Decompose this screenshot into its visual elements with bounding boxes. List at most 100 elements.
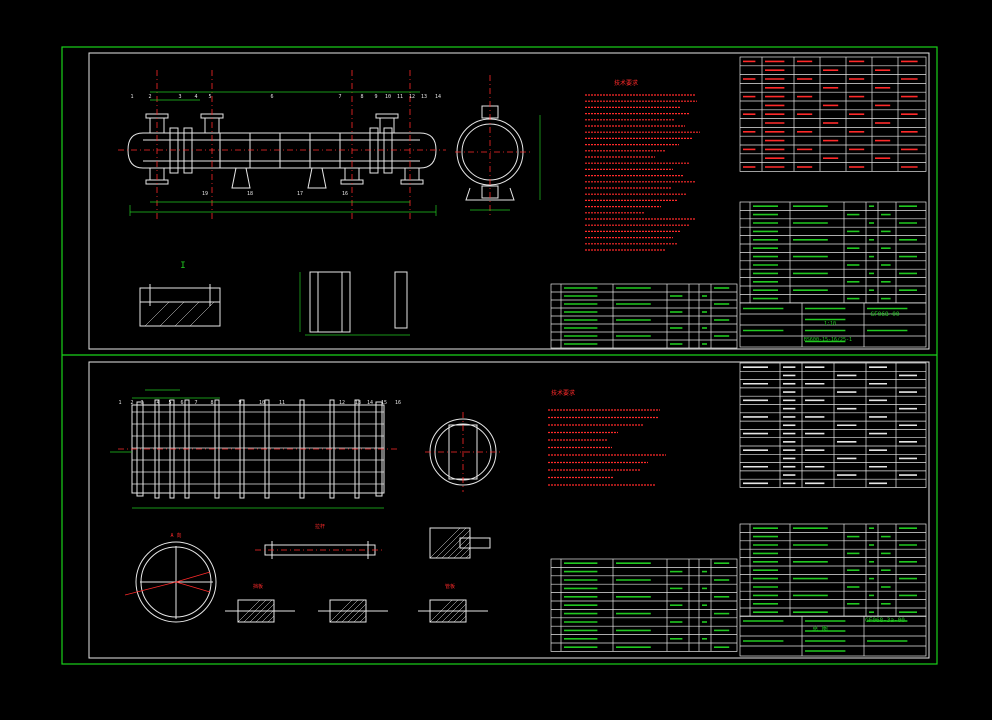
part-number-label: 14 (367, 400, 373, 406)
outer-border (61, 46, 938, 665)
hatch-line (261, 609, 275, 623)
tube-bundle-dims (110, 389, 384, 509)
sheet-borders (88, 52, 930, 659)
part-number-label: 13 (421, 94, 427, 100)
sheet1-drawing-no: GF068-00 (871, 311, 900, 318)
sheet1-spec-table (739, 56, 927, 172)
centerlines (118, 70, 446, 220)
part-number-label: 10 (385, 94, 391, 100)
part-number-label: 5 (168, 400, 171, 406)
hatch-line (453, 541, 471, 559)
part-number-label: 12 (339, 400, 345, 406)
part-number-label: 8 (210, 400, 213, 406)
view-a-label: A 向 (170, 532, 181, 539)
detail-blocks-hatch (237, 527, 471, 623)
baffle-label: 挡板 (253, 583, 263, 590)
sheet2-spec-table (739, 362, 927, 488)
hatch-line (267, 615, 275, 623)
exchanger-elevation-view (127, 113, 437, 189)
part-number-label: 6 (270, 94, 273, 100)
part-number-label: 15 (381, 400, 387, 406)
table-frame (739, 523, 927, 617)
tubesheet-centerline (425, 412, 502, 492)
sheet1-notes-title: 技术要求 (614, 79, 638, 87)
tie-rod-label: 拉杆 (315, 523, 325, 530)
view-a-lines (124, 571, 211, 596)
part-number-label: 8 (360, 94, 363, 100)
part-number-label: 6 (180, 400, 183, 406)
part-number-label: 4 (194, 94, 197, 100)
dimension-lines (129, 91, 437, 216)
sheet2-bottom-table (550, 558, 927, 657)
part-number-label: 1 (118, 400, 121, 406)
part-number-label: 7 (194, 400, 197, 406)
part-number-label: 3 (178, 94, 181, 100)
part-number-label: 1 (130, 94, 133, 100)
hatch-line (243, 599, 267, 623)
table-frame (550, 558, 738, 652)
part-number-label: 2 (130, 400, 133, 406)
sheet1-bottom-table (550, 283, 927, 349)
detail-i-label: I (180, 261, 185, 271)
sheet1-bottom-code: BS600-15-16/25-1 (804, 337, 852, 343)
part-number-label: 9 (374, 94, 377, 100)
tubesheet-label: 管板 (445, 583, 455, 590)
part-number-label: 7 (338, 94, 341, 100)
table-frame (739, 56, 927, 172)
hatch-line (237, 599, 261, 623)
part-number-label: 19 (202, 191, 208, 197)
hatch-line (249, 599, 273, 623)
hatch-line (447, 603, 467, 623)
part-number-label: 5 (208, 94, 211, 100)
part-number-label: 16 (395, 400, 401, 406)
hatch-line (255, 603, 275, 623)
detail-i (139, 284, 221, 327)
hatch-line (329, 599, 353, 623)
part-number-label: 13 (355, 400, 361, 406)
hatch-line (353, 609, 367, 623)
hatch-line (435, 599, 459, 623)
hatch-line (447, 535, 471, 559)
detail-i-hatch (144, 301, 215, 327)
hatch-line (429, 527, 461, 559)
part-number-label: 12 (409, 94, 415, 100)
part-number-label: 11 (397, 94, 403, 100)
sheet-1: I 技术要求 GF068-00 1:10 BS600-15-16/25-1 12… (118, 56, 927, 349)
part-number-label: 17 (297, 191, 303, 197)
part-number-label: 18 (247, 191, 253, 197)
part-number-label: 10 (259, 400, 265, 406)
part-number-label: 14 (435, 94, 441, 100)
hatch-line (441, 529, 471, 559)
hatch-line (459, 615, 467, 623)
sheet2-bottom-label: 总 图 (812, 625, 828, 633)
sheet2-notes-lines (548, 409, 666, 486)
hatch-line (453, 609, 467, 623)
hatch-line (347, 603, 367, 623)
part-number-label: 16 (342, 191, 348, 197)
hatch-line (441, 599, 465, 623)
hatch-line (459, 547, 471, 559)
hatch-line (359, 615, 367, 623)
sheet2-parts-list (739, 523, 927, 617)
sheet-2: A 向 拉杆 挡板 管板 技术要求 GF0 (110, 362, 927, 657)
part-number-label: 11 (279, 400, 285, 406)
part-number-label: 3 (140, 400, 143, 406)
part-number-label: 9 (238, 400, 241, 406)
hatch-line (465, 553, 471, 559)
hatch-line (341, 599, 365, 623)
sheet2-drawing-no: GF068-3a-00 (865, 617, 905, 624)
end-view-centerline (455, 75, 530, 215)
sheet1-scale: 1:10 (824, 321, 836, 327)
detail-pipe (309, 271, 408, 333)
sheet1-parts-list (739, 201, 927, 304)
sheet1-notes-lines (585, 94, 700, 251)
part-number-label: 2 (148, 94, 151, 100)
hatch-line (335, 599, 359, 623)
detail-pipe-dims (299, 272, 410, 336)
part-number-label: 4 (156, 400, 159, 406)
hatch-line (435, 527, 467, 559)
